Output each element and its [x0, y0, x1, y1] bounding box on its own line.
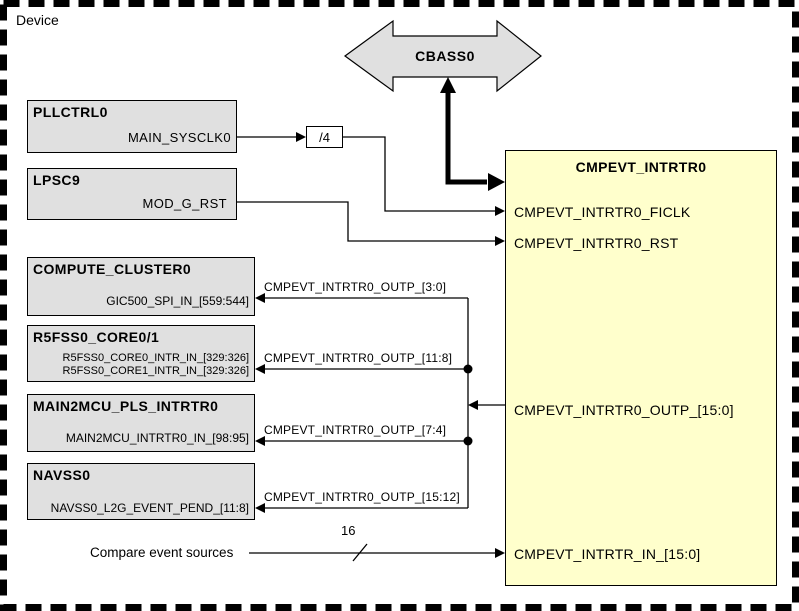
arrowhead-into-main2mcu — [255, 436, 265, 446]
cbass0-label: CBASS0 — [415, 48, 475, 64]
port-navss0-l2g-event-pend: NAVSS0_L2G_EVENT_PEND_[11:8] — [50, 501, 249, 515]
block-main2mcu-pls-intrtr0: MAIN2MCU_PLS_INTRTR0 MAIN2MCU_INTRTR0_IN… — [27, 394, 255, 452]
port-gic500-spi-in: GIC500_SPI_IN_[559:544] — [106, 294, 249, 308]
port-cmpevt-intrtr-in: CMPEVT_INTRTR_IN_[15:0] — [514, 546, 701, 562]
arrowhead-into-compute-cluster — [255, 293, 265, 303]
arrowhead-into-divider — [296, 132, 306, 142]
block-pllctrl0: PLLCTRL0 MAIN_SYSCLK0 — [27, 100, 237, 153]
rst-wire — [237, 201, 496, 242]
arrowhead-up-into-cbass0 — [440, 77, 456, 93]
block-r5fss0-core01: R5FSS0_CORE0/1 R5FSS0_CORE0_INTR_IN_[329… — [27, 325, 255, 382]
port-cmpevt-intrtr0-rst: CMPEVT_INTRTR0_RST — [514, 235, 679, 251]
bus-width-slash — [352, 543, 368, 562]
arrowhead-into-navss — [255, 503, 265, 513]
block-navss0-title: NAVSS0 — [33, 467, 91, 483]
device-label: Device — [16, 12, 59, 28]
junction-dot-7-4 — [463, 436, 473, 446]
port-cmpevt-intrtr0-outp: CMPEVT_INTRTR0_OUTP_[15:0] — [514, 402, 734, 418]
port-main-sysclk0: MAIN_SYSCLK0 — [127, 130, 231, 145]
clock-divider-label: /4 — [319, 129, 330, 145]
cbass0-link-wire — [445, 89, 487, 185]
block-pllctrl0-title: PLLCTRL0 — [33, 104, 108, 120]
arrowhead-into-rst — [495, 236, 505, 246]
arrowhead-into-ficlk — [495, 206, 505, 216]
block-compute-cluster0: COMPUTE_CLUSTER0 GIC500_SPI_IN_[559:544] — [27, 257, 255, 316]
block-cmpevt-intrtr0-title: CMPEVT_INTRTR0 — [575, 159, 707, 175]
block-lpsc9: LPSC9 MOD_G_RST — [27, 168, 237, 220]
port-cmpevt-intrtr0-ficlk: CMPEVT_INTRTR0_FICLK — [514, 204, 691, 220]
block-cmpevt-intrtr0: CMPEVT_INTRTR0 CMPEVT_INTRTR0_FICLK CMPE… — [505, 150, 777, 586]
port-mod-g-rst: MOD_G_RST — [142, 196, 227, 211]
clock-divider-box: /4 — [306, 126, 343, 148]
block-r5fss0-title: R5FSS0_CORE0/1 — [33, 329, 160, 345]
arrowhead-into-r5fss — [255, 364, 265, 374]
wire-label-outp-3-0: CMPEVT_INTRTR0_OUTP_[3:0] — [264, 280, 447, 294]
bus-width-label: 16 — [341, 523, 356, 538]
arrowhead-into-intrtr-in — [495, 548, 505, 558]
arrowhead-into-router-bus — [488, 173, 505, 191]
wire-label-outp-15-12: CMPEVT_INTRTR0_OUTP_[15:12] — [264, 490, 460, 504]
wire-label-outp-11-8: CMPEVT_INTRTR0_OUTP_[11:8] — [264, 351, 453, 365]
block-lpsc9-title: LPSC9 — [33, 172, 81, 188]
junction-dot-11-8 — [463, 364, 473, 374]
port-r5fss0-core0-intr-in: R5FSS0_CORE0_INTR_IN_[329:326] — [62, 352, 249, 364]
block-navss0: NAVSS0 NAVSS0_L2G_EVENT_PEND_[11:8] — [27, 463, 255, 520]
block-compute-cluster0-title: COMPUTE_CLUSTER0 — [33, 261, 192, 277]
sysclk-wire-2 — [343, 136, 496, 212]
port-r5fss0-core1-intr-in: R5FSS0_CORE1_INTR_IN_[329:326] — [62, 365, 249, 377]
block-main2mcu-title: MAIN2MCU_PLS_INTRTR0 — [33, 398, 219, 414]
arrowhead-into-trunk — [468, 400, 478, 410]
port-main2mcu-intrtr0-in: MAIN2MCU_INTRTR0_IN_[98:95] — [65, 431, 249, 445]
compare-event-sources-label: Compare event sources — [90, 545, 234, 560]
wire-label-outp-7-4: CMPEVT_INTRTR0_OUTP_[7:4] — [264, 423, 447, 437]
